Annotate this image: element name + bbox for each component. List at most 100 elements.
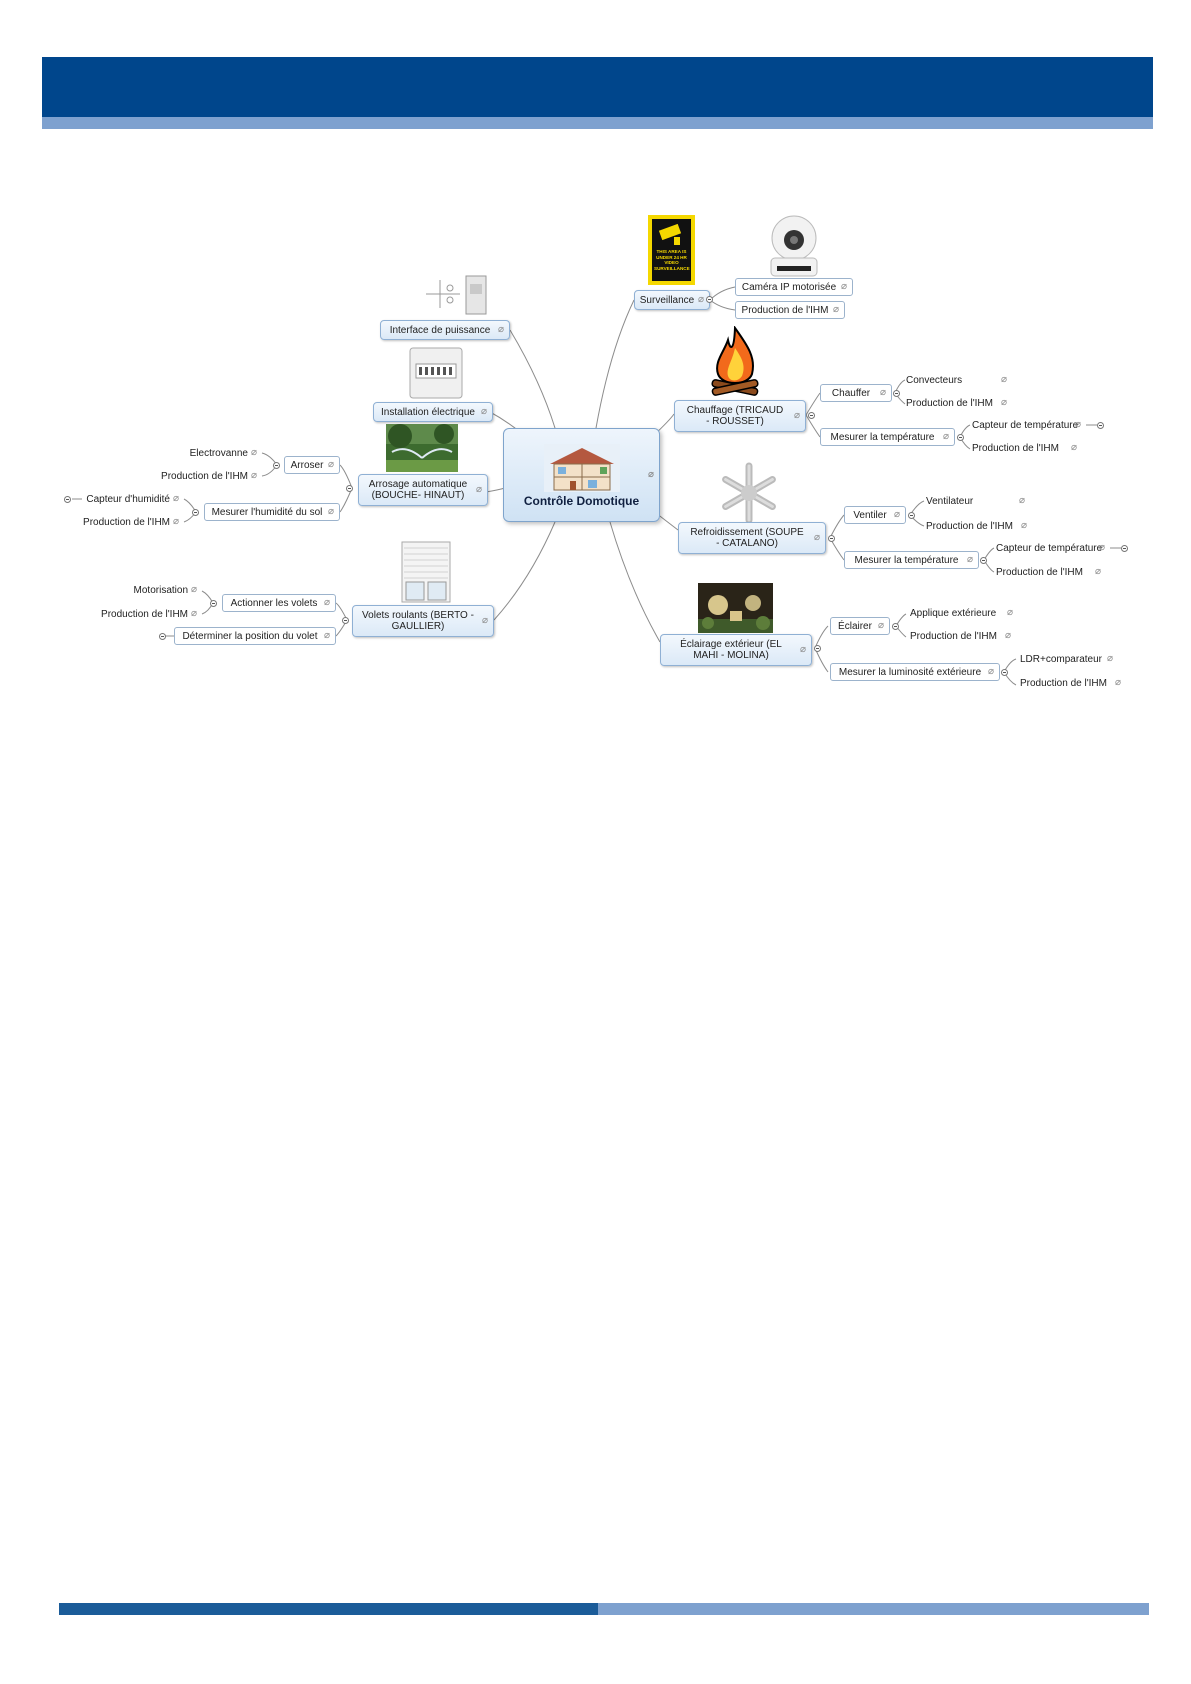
attachment-icon: ⌀ [480, 406, 488, 417]
collapse-toggle-icon[interactable] [808, 412, 815, 419]
collapse-toggle-icon[interactable] [957, 434, 964, 441]
attachment-icon: ⌀ [877, 620, 885, 631]
collapse-toggle-icon[interactable] [342, 617, 349, 624]
snowflake-image [718, 462, 780, 524]
node-arrosage[interactable]: Arrosage automatique (BOUCHE- HINAUT) ⌀ [358, 474, 488, 506]
node-applique[interactable]: Applique extérieure ⌀ [910, 605, 1018, 621]
node-ventiler-ihm[interactable]: Production de l'IHM ⌀ [926, 518, 1032, 534]
node-volets[interactable]: Volets roulants (BERTO - GAULLIER) ⌀ [352, 605, 494, 637]
collapse-toggle-icon[interactable] [893, 390, 900, 397]
attachment-icon: ⌀ [893, 509, 901, 520]
node-eclairer-ihm-label: Production de l'IHM [910, 630, 997, 642]
connector-volets [493, 521, 556, 621]
node-capteur-humidite[interactable]: Capteur d'humidité ⌀ [80, 491, 184, 507]
node-actionner-ihm-label: Production de l'IHM [101, 608, 188, 620]
node-arrosage-mesurer[interactable]: Mesurer l'humidité du sol ⌀ [204, 503, 340, 521]
attachment-icon: ⌀ [327, 506, 335, 517]
attachment-icon: ⌀ [966, 554, 974, 565]
node-interface[interactable]: Interface de puissance ⌀ [380, 320, 510, 340]
node-applique-label: Applique extérieure [910, 607, 997, 619]
node-chauffage-mesurer-ihm[interactable]: Production de l'IHM ⌀ [972, 440, 1082, 456]
node-determiner[interactable]: Déterminer la position du volet ⌀ [174, 627, 336, 645]
expand-toggle-icon[interactable] [159, 633, 166, 640]
attachment-icon: ⌀ [172, 493, 180, 504]
node-chauffer-ihm-label: Production de l'IHM [906, 397, 993, 409]
node-volets-label: Volets roulants (BERTO - GAULLIER) [362, 610, 474, 632]
attachment-icon: ⌀ [481, 615, 489, 626]
expand-toggle-icon[interactable] [1121, 545, 1128, 552]
attachment-icon: ⌀ [497, 324, 505, 335]
node-arroser[interactable]: Arroser ⌀ [284, 456, 340, 474]
collapse-toggle-icon[interactable] [346, 485, 353, 492]
attachment-icon: ⌀ [793, 410, 801, 421]
node-refroidissement-mesurer[interactable]: Mesurer la température ⌀ [844, 551, 979, 569]
node-actionner-ihm[interactable]: Production de l'IHM ⌀ [92, 606, 202, 622]
node-arroser-ihm[interactable]: Production de l'IHM ⌀ [152, 468, 262, 484]
node-refroidissement-capteur[interactable]: Capteur de température ⌀ [996, 540, 1110, 556]
node-eclairage-mesurer-ihm-label: Production de l'IHM [1020, 677, 1107, 689]
node-ventilateur-label: Ventilateur [926, 495, 974, 507]
attachment-icon: ⌀ [832, 304, 840, 315]
attachment-icon: ⌀ [250, 447, 258, 458]
node-chauffage-mesurer[interactable]: Mesurer la température ⌀ [820, 428, 955, 446]
node-surveillance[interactable]: Surveillance ⌀ [634, 290, 710, 310]
collapse-toggle-icon[interactable] [814, 645, 821, 652]
attachment-icon: ⌀ [647, 469, 655, 480]
node-eclairage[interactable]: Éclairage extérieur (EL MAHI - MOLINA) ⌀ [660, 634, 812, 666]
attachment-icon: ⌀ [879, 387, 887, 398]
node-refroidissement-mesurer-ihm[interactable]: Production de l'IHM ⌀ [996, 564, 1106, 580]
node-ventiler[interactable]: Ventiler ⌀ [844, 506, 906, 524]
attachment-icon: ⌀ [475, 484, 483, 495]
node-chauffage-capteur[interactable]: Capteur de température ⌀ [972, 417, 1086, 433]
expand-toggle-icon[interactable] [64, 496, 71, 503]
outdoor-lighting-image [698, 583, 773, 633]
node-electrovanne[interactable]: Electrovanne ⌀ [170, 445, 262, 461]
attachment-icon: ⌀ [942, 431, 950, 442]
attachment-icon: ⌀ [1006, 607, 1014, 618]
node-motorisation[interactable]: Motorisation ⌀ [112, 582, 202, 598]
attachment-icon: ⌀ [190, 608, 198, 619]
attachment-icon: ⌀ [1114, 677, 1122, 688]
attachment-icon: ⌀ [1074, 419, 1082, 430]
node-ventilateur[interactable]: Ventilateur ⌀ [926, 493, 1030, 509]
node-eclairer[interactable]: Éclairer ⌀ [830, 617, 890, 635]
collapse-toggle-icon[interactable] [828, 535, 835, 542]
central-node[interactable]: Contrôle Domotique ⌀ [503, 428, 660, 522]
node-surveillance-ihm[interactable]: Production de l'IHM ⌀ [735, 301, 845, 319]
node-camera-ip[interactable]: Caméra IP motorisée ⌀ [735, 278, 853, 296]
node-eclairer-ihm[interactable]: Production de l'IHM ⌀ [910, 628, 1016, 644]
collapse-toggle-icon[interactable] [980, 557, 987, 564]
node-ldr[interactable]: LDR+comparateur ⌀ [1020, 651, 1118, 667]
node-convecteurs-label: Convecteurs [906, 374, 963, 386]
mind-map: Contrôle Domotique ⌀ THIS AREA IS UNDER … [0, 0, 1191, 720]
page-footer-bar-dark [59, 1603, 598, 1615]
node-mesurer-humidite-ihm[interactable]: Production de l'IHM ⌀ [74, 514, 184, 530]
expand-toggle-icon[interactable] [1097, 422, 1104, 429]
node-chauffer-label: Chauffer [831, 387, 871, 399]
collapse-toggle-icon[interactable] [706, 296, 713, 303]
collapse-toggle-icon[interactable] [892, 623, 899, 630]
attachment-icon: ⌀ [840, 281, 848, 292]
node-convecteurs[interactable]: Convecteurs ⌀ [906, 372, 1012, 388]
connector-eclairage [609, 521, 661, 643]
node-chauffer-ihm[interactable]: Production de l'IHM ⌀ [906, 395, 1012, 411]
node-motorisation-label: Motorisation [133, 584, 188, 596]
attachment-icon: ⌀ [1000, 397, 1008, 408]
page-footer-bar-light [598, 1603, 1149, 1615]
node-refroidissement[interactable]: Refroidissement (SOUPE - CATALANO) ⌀ [678, 522, 826, 554]
node-interface-label: Interface de puissance [389, 324, 491, 336]
node-actionner[interactable]: Actionner les volets ⌀ [222, 594, 336, 612]
collapse-toggle-icon[interactable] [908, 512, 915, 519]
attachment-icon: ⌀ [323, 630, 331, 641]
node-eclairage-mesurer-ihm[interactable]: Production de l'IHM ⌀ [1020, 675, 1126, 691]
node-eclairage-mesurer[interactable]: Mesurer la luminosité extérieure ⌀ [830, 663, 1000, 681]
node-arroser-ihm-label: Production de l'IHM [161, 470, 248, 482]
node-chauffage[interactable]: Chauffage (TRICAUD - ROUSSET) ⌀ [674, 400, 806, 432]
attachment-icon: ⌀ [1004, 630, 1012, 641]
collapse-toggle-icon[interactable] [210, 600, 217, 607]
collapse-toggle-icon[interactable] [273, 462, 280, 469]
collapse-toggle-icon[interactable] [192, 509, 199, 516]
node-installation[interactable]: Installation électrique ⌀ [373, 402, 493, 422]
node-chauffer[interactable]: Chauffer ⌀ [820, 384, 892, 402]
collapse-toggle-icon[interactable] [1001, 669, 1008, 676]
